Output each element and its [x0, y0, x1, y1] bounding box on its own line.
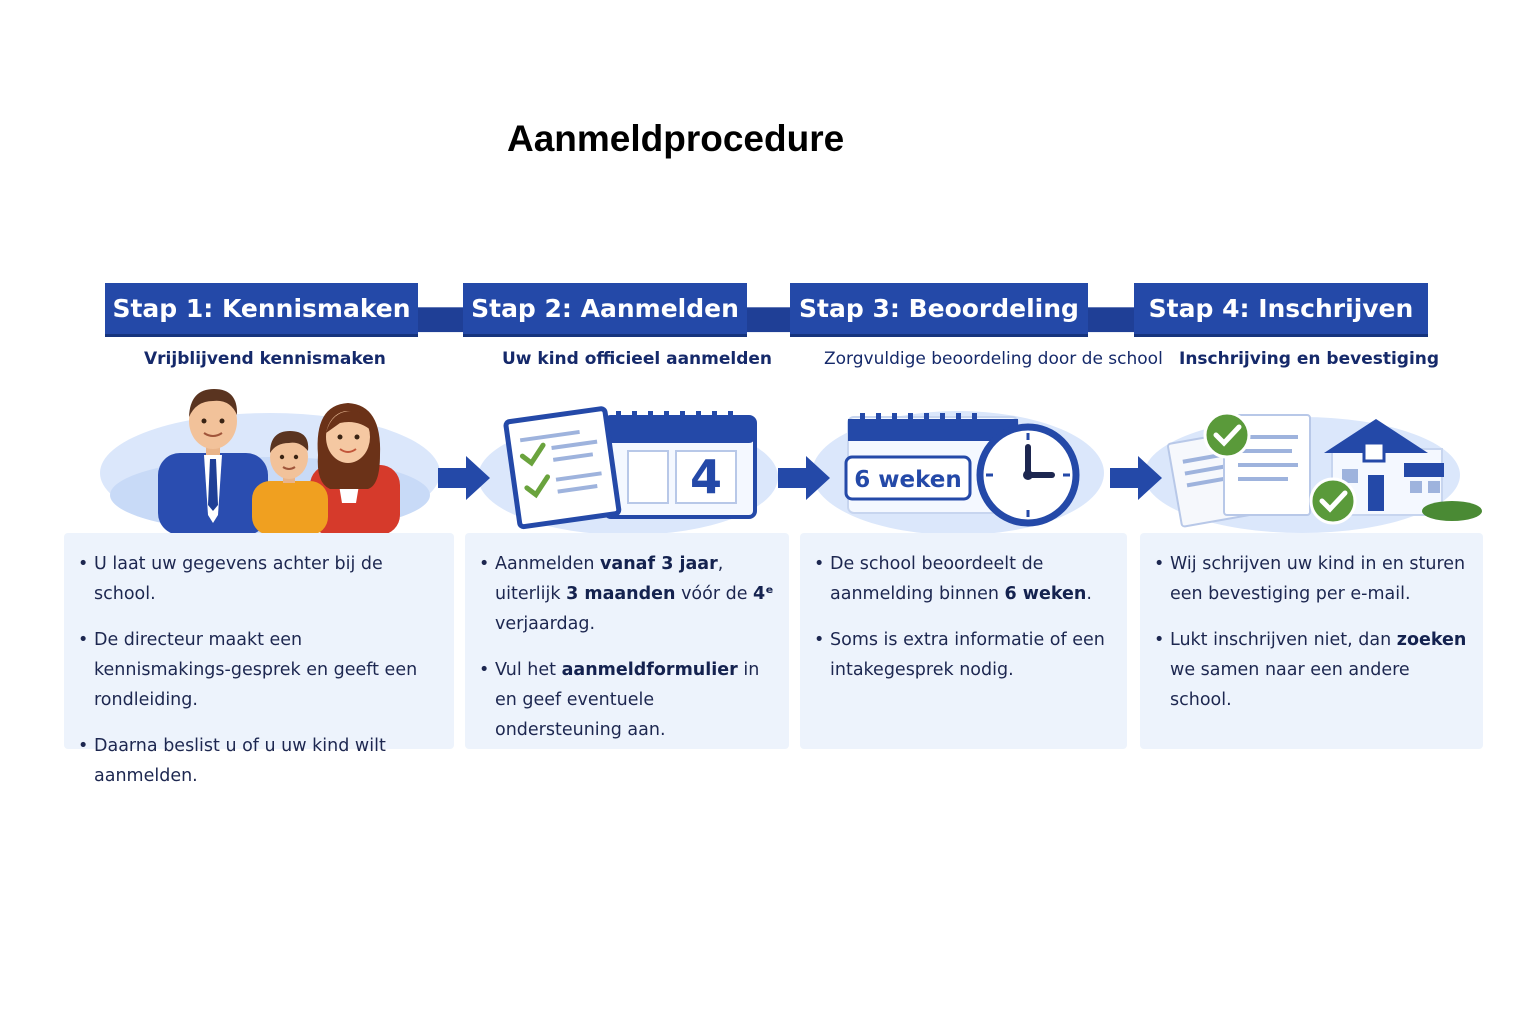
calendar-number: 4 [690, 450, 722, 504]
step-2-subtitle: Uw kind officieel aanmelden [502, 349, 773, 369]
step-2-heading: Stap 2: Aanmelden [463, 283, 747, 334]
list-item: De directeur maakt een kennismakings-ges… [78, 625, 444, 715]
step-4-subtitle: Inschrijving en bevestiging [1179, 349, 1440, 369]
calendar-clock-icon: 6 weken [808, 385, 1108, 535]
page-title: Aanmeldprocedure [507, 118, 845, 159]
step-3-card: De school beoordeelt de aanmelding binne… [800, 533, 1127, 749]
family-icon [100, 385, 440, 535]
step-4-heading: Stap 4: Inschrijven [1134, 283, 1428, 334]
list-item: Lukt inschrijven niet, dan zoeken we sam… [1154, 625, 1473, 715]
step-1-subtitle: Vrijblijvend kennismaken [144, 349, 386, 369]
duration-badge: 6 weken [854, 467, 962, 493]
arrow-right-icon [438, 456, 490, 500]
step-3-subtitle: Zorgvuldige beoordeling door de school [824, 349, 1163, 369]
list-item: Aanmelden vanaf 3 jaar, uiterlijk 3 maan… [479, 549, 779, 639]
step-4-card: Wij schrijven uw kind in en sturen een b… [1140, 533, 1483, 749]
checklist-calendar-icon: 4 [470, 385, 780, 535]
arrow-right-icon [778, 456, 830, 500]
list-item: Soms is extra informatie of een intakege… [814, 625, 1117, 685]
list-item: Vul het aanmeldformulier in en geef even… [479, 655, 779, 745]
step-1-heading: Stap 1: Kennismaken [105, 283, 418, 334]
arrow-right-icon [1110, 456, 1162, 500]
list-item: Daarna beslist u of u uw kind wilt aanme… [78, 731, 444, 791]
step-3-heading: Stap 3: Beoordeling [790, 283, 1088, 334]
documents-school-check-icon [1142, 385, 1484, 535]
step-2-card: Aanmelden vanaf 3 jaar, uiterlijk 3 maan… [465, 533, 789, 749]
step-1-card: U laat uw gegevens achter bij de school.… [64, 533, 454, 786]
list-item: Wij schrijven uw kind in en sturen een b… [1154, 549, 1473, 609]
list-item: U laat uw gegevens achter bij de school. [78, 549, 444, 609]
list-item: De school beoordeelt de aanmelding binne… [814, 549, 1117, 609]
